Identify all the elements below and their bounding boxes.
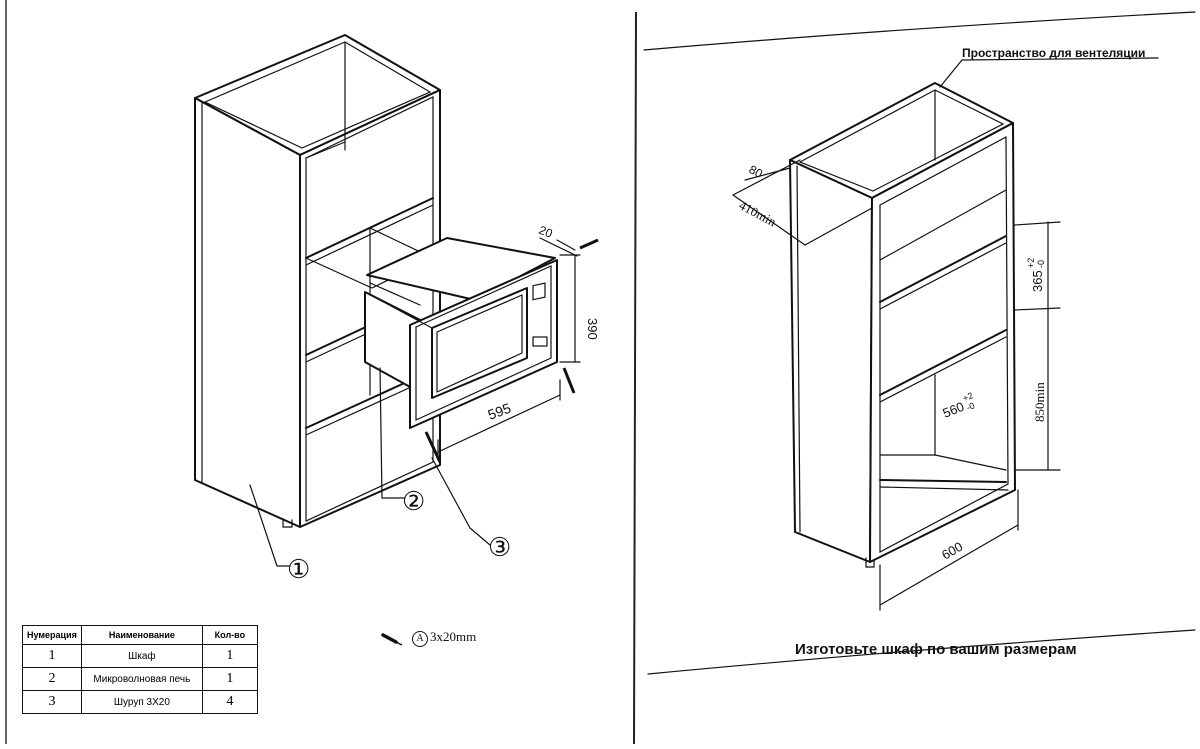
row-name: Шуруп 3Х20 [80,690,203,714]
callout-1: ① [287,555,310,584]
header-name: Наименование [80,625,203,645]
row-name: Шкаф [80,644,203,668]
row-quantity: 1 [201,667,258,691]
dim-upper-365-tol-top: +2 [1026,258,1036,268]
dim-vent-80: 80 [747,162,766,181]
right-page-top-edge [643,11,1196,51]
left-dimension-labels: 20 390 595 [486,223,600,423]
table-row: 2 Микроволновая печь 1 [22,667,258,691]
callout-2: ② [402,487,425,516]
right-dimension-lines [732,57,1159,611]
header-number: Нумерация [22,625,82,645]
dim-upper-365-value: 365 [1030,270,1045,292]
dim-depth-410min: 410min [737,197,780,229]
dim-upper-365: 365 +2 -0 [1026,258,1046,292]
header-quantity: Кол-во [201,625,258,645]
dim-inner-560-tol-bottom: -0 [965,400,976,412]
table-row: 1 Шкаф 1 [22,644,258,668]
dim-width-595: 595 [486,400,514,423]
left-cabinet [194,34,441,528]
row-quantity: 4 [201,690,258,714]
dim-height-390: 390 [585,318,600,340]
left-dimension-lines [249,237,599,567]
ventilation-label: Пространство для вентеляции [962,46,1145,60]
page-gutter [633,11,637,745]
row-number: 1 [22,644,82,668]
build-cabinet-caption: Изготовьте шкаф по вашим размерам [795,641,1077,658]
right-cabinet [789,82,1016,568]
screw-letter-badge: A [412,631,428,647]
parts-table-header: Нумерация Наименование Кол-во [22,625,258,645]
screw-icon [381,633,403,646]
row-number: 3 [22,690,82,714]
parts-table: Нумерация Наименование Кол-во 1 Шкаф 1 2… [22,625,258,714]
dim-upper-365-tol-bottom: -0 [1036,260,1046,268]
dim-width-600: 600 [939,539,965,563]
dim-lower-850min: 850min [1032,382,1047,422]
row-quantity: 1 [201,644,258,668]
dim-depth-20: 20 [537,223,555,241]
row-number: 2 [22,667,82,691]
table-row: 3 Шуруп 3Х20 4 [22,690,258,714]
dim-inner-560-tol-top: +2 [961,390,974,403]
callout-3: ③ [488,533,511,562]
microwave-oven [364,237,558,429]
right-page-bottom-edge [647,629,1196,675]
screw-size-text: 3x20mm [430,629,477,644]
part-callouts: ① ② ③ [287,487,511,584]
row-name: Микроволновая печь [80,667,203,691]
